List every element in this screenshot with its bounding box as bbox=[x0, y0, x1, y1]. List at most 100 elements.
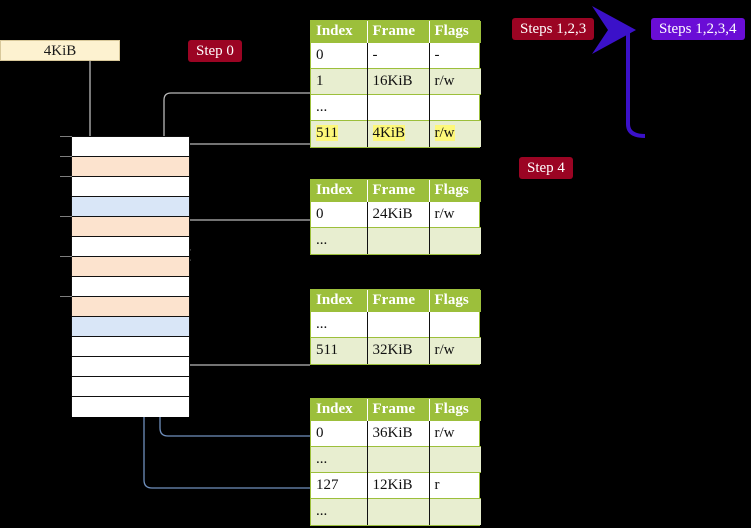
memory-row bbox=[72, 237, 189, 257]
table-cell: ... bbox=[311, 94, 368, 121]
table-cell: 16KiB bbox=[367, 68, 430, 95]
memory-tick bbox=[60, 216, 72, 217]
memory-row bbox=[72, 137, 189, 157]
memory-row bbox=[72, 177, 189, 197]
memory-row bbox=[72, 277, 189, 297]
memory-row bbox=[72, 257, 189, 277]
table-cell: r/w bbox=[429, 201, 481, 228]
column-header-flags: Flags bbox=[429, 399, 481, 421]
table-cell: ... bbox=[311, 498, 368, 525]
table-row: ... bbox=[311, 311, 481, 338]
table-cell: 127 bbox=[311, 472, 368, 499]
column-header-frame: Frame bbox=[367, 290, 430, 312]
table-cell bbox=[429, 446, 481, 473]
table-row: ... bbox=[311, 227, 481, 254]
table-cell bbox=[367, 498, 430, 525]
physical-memory-column bbox=[71, 136, 190, 417]
memory-row bbox=[72, 197, 189, 217]
table-cell: r/w bbox=[429, 337, 481, 364]
table-cell: r/w bbox=[429, 68, 481, 95]
memory-row bbox=[72, 297, 189, 317]
table-cell: 0 bbox=[311, 42, 368, 69]
memory-row bbox=[72, 377, 189, 397]
memory-tick bbox=[60, 296, 72, 297]
memory-row bbox=[72, 397, 189, 417]
memory-row bbox=[72, 217, 189, 237]
table-row: ... bbox=[311, 446, 481, 473]
table-cell: r bbox=[429, 472, 481, 499]
source-size-label: 4KiB bbox=[43, 43, 77, 59]
badge-step-4: Step 4 bbox=[519, 157, 573, 179]
badge-step-0: Step 0 bbox=[188, 40, 242, 62]
column-header-flags: Flags bbox=[429, 21, 481, 43]
column-header-index: Index bbox=[311, 180, 368, 202]
table-cell: 24KiB bbox=[367, 201, 430, 228]
table-cell bbox=[367, 94, 430, 121]
badge-steps-123-label: Steps 1,2,3 bbox=[520, 21, 587, 37]
table-cell bbox=[429, 311, 481, 338]
wire-table3-row511 bbox=[172, 314, 310, 366]
table-cell: r/w bbox=[429, 420, 481, 447]
table-cell: ... bbox=[311, 227, 368, 254]
memory-row bbox=[72, 157, 189, 177]
wire-table1-row511 bbox=[164, 143, 310, 156]
column-header-flags: Flags bbox=[429, 180, 481, 202]
wire-table2-row0 bbox=[180, 219, 310, 261]
memory-tick bbox=[60, 176, 72, 177]
table-row: ... bbox=[311, 94, 481, 121]
table-cell: 32KiB bbox=[367, 337, 430, 364]
wire-steps-loop bbox=[592, 6, 646, 138]
table-cell: - bbox=[367, 42, 430, 69]
memory-row bbox=[72, 317, 189, 337]
table-cell: 0 bbox=[311, 420, 368, 447]
table-cell bbox=[367, 446, 430, 473]
table-cell: ... bbox=[311, 311, 368, 338]
table-cell bbox=[429, 498, 481, 525]
table-cell: 1 bbox=[311, 68, 368, 95]
memory-row bbox=[72, 337, 189, 357]
badge-steps-1234-label: Steps 1,2,3,4 bbox=[659, 21, 737, 37]
column-header-index: Index bbox=[311, 290, 368, 312]
badge-step-4-label: Step 4 bbox=[527, 160, 565, 176]
column-header-index: Index bbox=[311, 399, 368, 421]
table-cell: - bbox=[429, 42, 481, 69]
table-cell: ... bbox=[311, 446, 368, 473]
column-header-index: Index bbox=[311, 21, 368, 43]
column-header-frame: Frame bbox=[367, 399, 430, 421]
memory-tick bbox=[60, 156, 72, 157]
source-size-box: 4KiB bbox=[0, 40, 120, 61]
badge-steps-1234: Steps 1,2,3,4 bbox=[651, 18, 745, 40]
table-cell bbox=[367, 227, 430, 254]
badge-step-0-label: Step 0 bbox=[196, 43, 234, 59]
table-cell: r/w bbox=[429, 120, 481, 147]
table-row: ... bbox=[311, 498, 481, 525]
table-cell bbox=[367, 311, 430, 338]
table-row: 0-- bbox=[311, 42, 481, 69]
column-header-frame: Frame bbox=[367, 21, 430, 43]
memory-row bbox=[72, 357, 189, 377]
table-cell: 36KiB bbox=[367, 420, 430, 447]
table-cell: 511 bbox=[311, 337, 368, 364]
memory-tick bbox=[60, 256, 72, 257]
memory-tick bbox=[60, 136, 72, 137]
table-cell: 511 bbox=[311, 120, 368, 147]
table-cell: 0 bbox=[311, 201, 368, 228]
column-header-frame: Frame bbox=[367, 180, 430, 202]
table-cell bbox=[429, 227, 481, 254]
column-header-flags: Flags bbox=[429, 290, 481, 312]
